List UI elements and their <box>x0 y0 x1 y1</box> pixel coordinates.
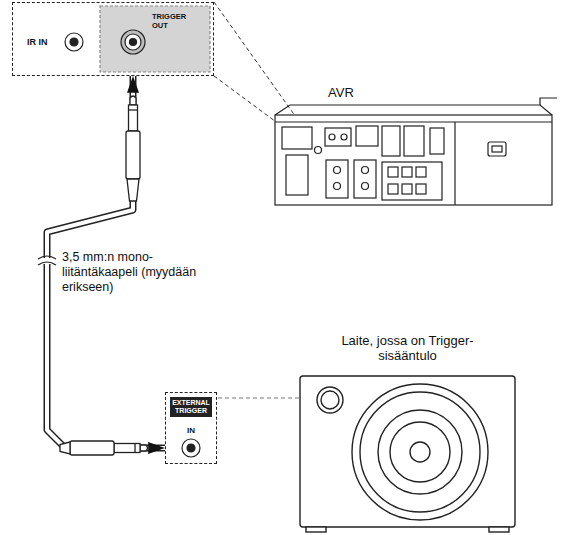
trigger-panel-detail <box>100 6 210 72</box>
subwoofer <box>378 410 462 494</box>
avr-unit <box>388 167 398 177</box>
avr-unit <box>326 160 348 198</box>
subwoofer <box>300 376 515 532</box>
avr-unit <box>430 128 444 154</box>
subwoofer <box>360 392 480 512</box>
avr-unit <box>334 183 341 190</box>
subwoofer <box>317 387 343 413</box>
jack-label: TRIGGER OUT <box>152 13 194 30</box>
avr-unit <box>356 126 378 146</box>
mono-plug <box>60 441 148 455</box>
trigger-in-jack <box>182 439 200 457</box>
panel-detail: IR IN TRIGGER OUT <box>12 2 214 76</box>
trigger-panel-detail <box>70 38 78 46</box>
mono-plug <box>129 109 138 110</box>
avr-unit <box>275 105 552 115</box>
avr-unit <box>416 167 426 177</box>
avr-unit <box>388 184 398 194</box>
avr-unit <box>341 134 347 140</box>
subwoofer <box>410 442 430 462</box>
avr-unit <box>362 183 369 190</box>
avr-unit <box>362 167 369 174</box>
avr-unit <box>416 184 426 194</box>
avr-unit <box>325 128 351 146</box>
avr-unit <box>282 127 312 149</box>
avr-unit <box>354 160 376 198</box>
avr-unit <box>454 122 455 205</box>
mono-plug <box>129 105 138 131</box>
trigger-in-jack <box>187 444 195 452</box>
trigger-panel-detail <box>121 30 145 54</box>
mono-plug <box>127 179 139 201</box>
trigger-panel-detail <box>130 39 137 46</box>
avr-unit <box>315 147 322 154</box>
avr-unit <box>402 184 412 194</box>
avr-unit <box>382 126 400 156</box>
mono-plug <box>60 442 70 454</box>
trigger-panel-detail <box>65 33 83 51</box>
leader-line <box>214 2 318 153</box>
cable-label: 3,5 mm:n mono-liitäntäkaapeli (myydään e… <box>62 250 202 295</box>
trigger-input-detail: EXTERNAL TRIGGER IN <box>165 392 217 464</box>
avr-unit: AVR <box>270 84 557 208</box>
jack-label: IR IN <box>27 37 48 47</box>
avr-unit <box>275 98 557 205</box>
cable-break <box>38 262 56 265</box>
avr-unit <box>329 134 335 140</box>
avr-unit <box>334 167 341 174</box>
trigger-panel-detail <box>65 6 210 72</box>
avr-unit <box>488 142 506 156</box>
avr-unit <box>540 98 557 105</box>
trigger-panel-detail <box>125 34 141 50</box>
subwoofer <box>306 527 326 532</box>
trigger-in-jack <box>182 439 200 457</box>
mono-plug <box>114 444 140 453</box>
mono-plug <box>130 96 136 105</box>
subwoofer <box>352 384 488 520</box>
avr-unit <box>404 126 424 156</box>
avr-unit <box>402 167 412 177</box>
cable-break <box>38 256 56 265</box>
mono-plug <box>126 131 140 179</box>
avr-unit <box>275 115 552 205</box>
device-title: Laite, jossa on Trigger-sisääntulo <box>338 334 478 364</box>
mono-plug <box>140 445 148 451</box>
trigger-device: Laite, jossa on Trigger-sisääntulo <box>295 332 520 532</box>
jack-label: EXTERNAL TRIGGER <box>170 397 212 417</box>
avr-unit <box>286 155 308 195</box>
avr-unit <box>492 146 502 152</box>
subwoofer <box>390 422 450 482</box>
avr-unit <box>382 162 442 200</box>
avr-unit <box>275 121 552 122</box>
device-title: AVR <box>328 86 354 101</box>
subwoofer <box>300 376 515 527</box>
mono-plug <box>126 96 140 201</box>
cable-break <box>38 256 56 259</box>
cable-break <box>38 258 56 264</box>
mono-plug <box>70 441 114 455</box>
subwoofer <box>489 527 509 532</box>
jack-label: IN <box>166 426 216 435</box>
mono-plug <box>134 444 135 453</box>
subwoofer <box>321 391 339 409</box>
